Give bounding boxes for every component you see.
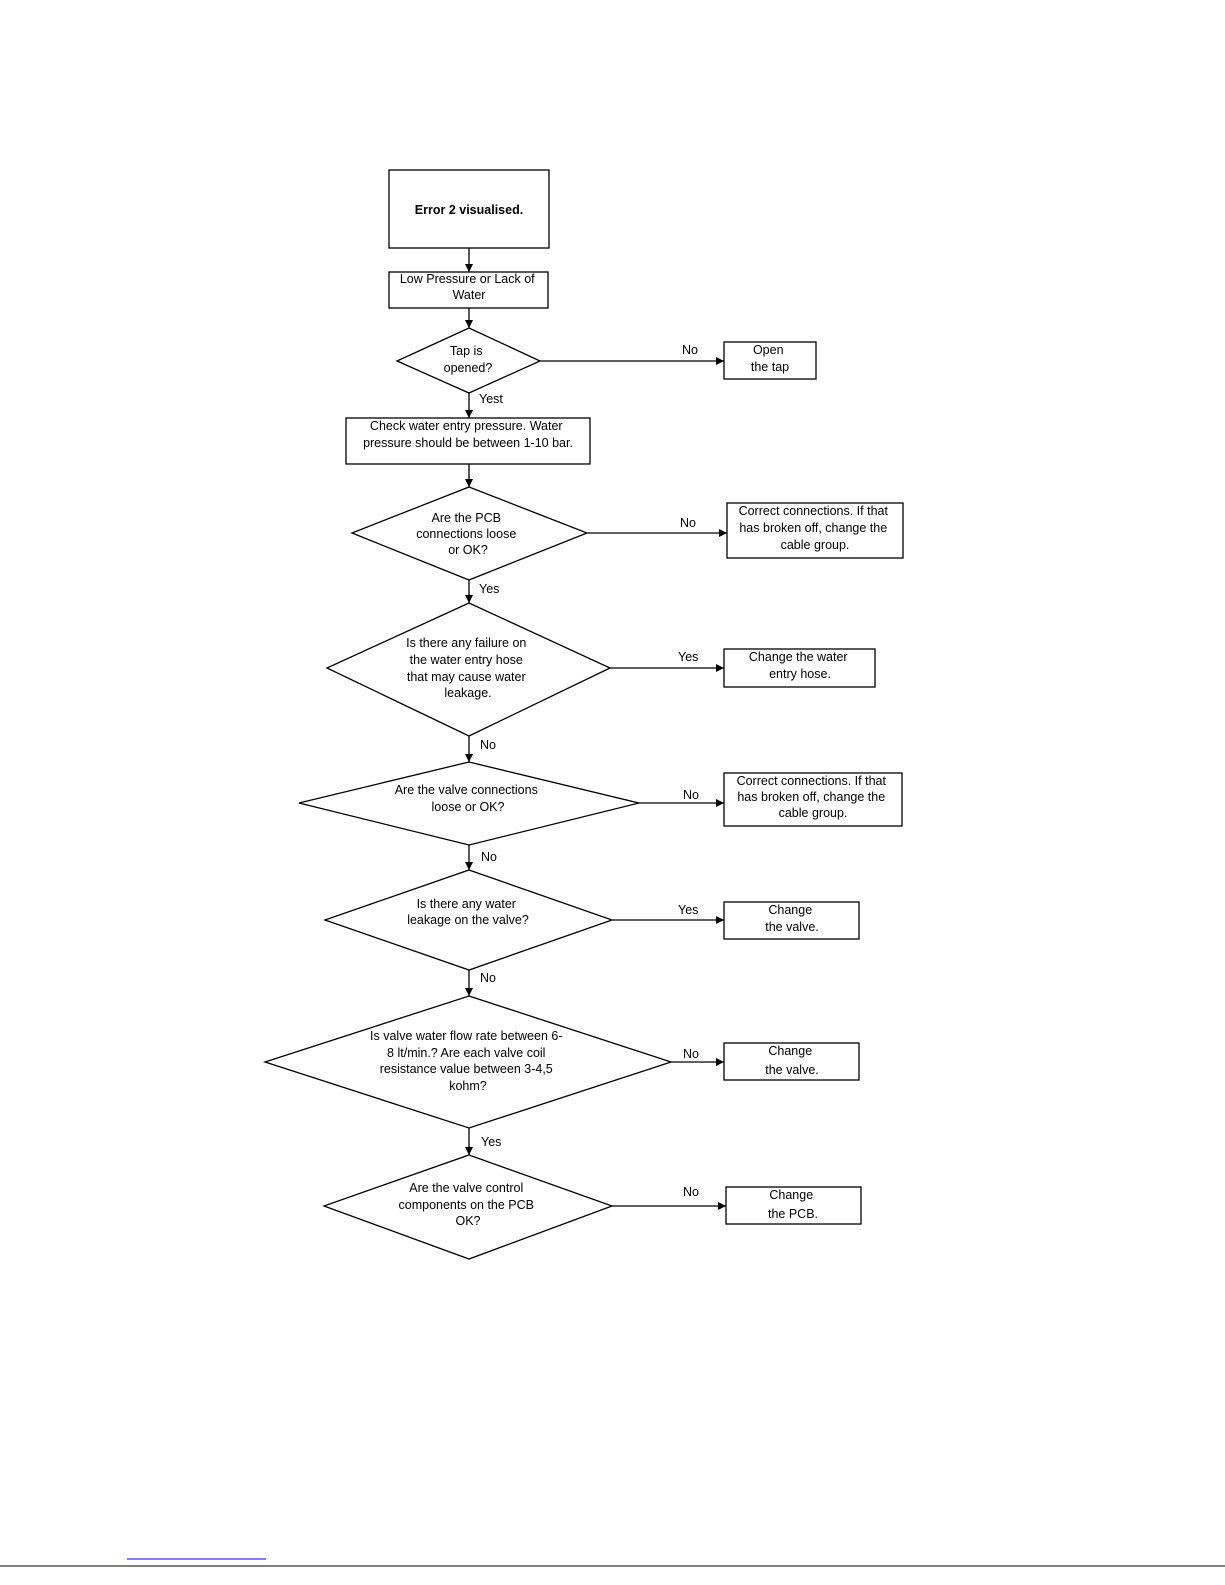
hose-yes-label: Yes (678, 650, 698, 664)
open-tap-line: Open (753, 343, 784, 357)
low-pressure-line: Water (453, 288, 486, 302)
pcb-decision-line: Are the PCB (432, 511, 501, 525)
tap-decision-line: Tap is (450, 344, 483, 358)
low-pressure-text: Low Pressure or Lack of Water (400, 272, 538, 302)
valve-conn-decision-line: Are the valve connections (395, 783, 538, 797)
connectors (465, 248, 727, 1210)
pcb-decision-line: or OK? (448, 543, 488, 557)
hose-decision-line: Is there any failure on (406, 636, 526, 650)
flow-no-label: No (683, 1047, 699, 1061)
valve-leak-decision-text: Is there any water leakage on the valve? (407, 897, 529, 927)
tap-decision-line: opened? (444, 361, 493, 375)
valve-conn-fix-line: Correct connections. If that (737, 774, 887, 788)
flow-decision: Is valve water flow rate between 6- 8 lt… (262, 995, 699, 1149)
control-fix-line: Change (769, 1188, 813, 1202)
flow-decision-line: resistance value between 3-4,5 (380, 1062, 553, 1076)
valve-conn-down-label: No (481, 850, 497, 864)
hose-no-label: No (480, 738, 496, 752)
tap-decision: Tap is opened? No Yest (395, 327, 698, 406)
pcb-decision-text: Are the PCB connections loose or OK? (416, 511, 520, 557)
flow-fix-line: the valve. (765, 1063, 819, 1077)
pcb-fix-box: Correct connections. If that has broken … (726, 502, 904, 559)
pcb-fix-text: Correct connections. If that has broken … (739, 504, 892, 552)
low-pressure-box: Low Pressure or Lack of Water (388, 271, 549, 309)
control-no-label: No (683, 1185, 699, 1199)
hose-decision-line: the water entry hose (410, 653, 523, 667)
valve-leak-fix-line: the valve. (765, 920, 819, 934)
valve-leak-fix-box: Change the valve. (723, 901, 860, 940)
low-pressure-line: Low Pressure or Lack of (400, 272, 535, 286)
pcb-no-label: No (680, 516, 696, 530)
hose-fix-line: Change the water (749, 650, 848, 664)
control-decision-line: Are the valve control (409, 1181, 523, 1195)
flow-fix-line: Change (768, 1044, 812, 1058)
control-fix-box: Change the PCB. (725, 1186, 862, 1225)
pcb-decision: Are the PCB connections loose or OK? No … (350, 486, 696, 596)
valve-conn-decision: Are the valve connections loose or OK? N… (298, 761, 699, 864)
check-pressure-text: Check water entry pressure. Water pressu… (363, 419, 573, 450)
pcb-fix-line: has broken off, change the (739, 521, 887, 535)
valve-conn-fix-box: Correct connections. If that has broken … (723, 772, 903, 827)
pcb-fix-line: cable group. (781, 538, 850, 552)
open-tap-line: the tap (751, 360, 789, 374)
hose-decision: Is there any failure on the water entry … (325, 602, 698, 752)
hose-fix-line: entry hose. (769, 667, 831, 681)
tap-yes-label: Yest (479, 392, 503, 406)
control-decision-line: OK? (455, 1214, 480, 1228)
valve-conn-decision-text: Are the valve connections loose or OK? (395, 783, 542, 814)
start-box-text: Error 2 visualised. (415, 203, 523, 217)
tap-decision-text: Tap is opened? (444, 344, 493, 375)
flow-decision-line: kohm? (449, 1079, 487, 1093)
valve-leak-yes-label: Yes (678, 903, 698, 917)
valve-conn-fix-text: Correct connections. If that has broken … (737, 774, 890, 820)
valve-leak-decision-line: leakage on the valve? (407, 913, 529, 927)
hose-fix-box: Change the water entry hose. (723, 648, 876, 688)
valve-conn-no-label: No (683, 788, 699, 802)
flow-fix-box: Change the valve. (723, 1042, 860, 1081)
check-pressure-line: Check water entry pressure. Water (370, 419, 563, 433)
hose-fix-text: Change the water entry hose. (749, 650, 851, 681)
open-tap-box: Open the tap (723, 341, 817, 380)
pcb-decision-line: connections loose (416, 527, 516, 541)
control-fix-text: Change the PCB. (768, 1188, 818, 1221)
flow-decision-line: 8 lt/min.? Are each valve coil (387, 1046, 545, 1060)
control-fix-line: the PCB. (768, 1207, 818, 1221)
hose-decision-text: Is there any failure on the water entry … (406, 636, 530, 700)
valve-leak-fix-line: Change (768, 903, 812, 917)
control-decision-line: components on the PCB (399, 1198, 535, 1212)
valve-leak-decision: Is there any water leakage on the valve?… (323, 869, 698, 985)
pcb-yes-label: Yes (479, 582, 499, 596)
flow-yes-label: Yes (481, 1135, 501, 1149)
check-pressure-box: Check water entry pressure. Water pressu… (345, 417, 591, 465)
flow-fix-text: Change the valve. (765, 1044, 819, 1077)
valve-leak-no-label: No (480, 971, 496, 985)
control-decision-text: Are the valve control components on the … (399, 1181, 538, 1228)
valve-leak-fix-text: Change the valve. (765, 903, 819, 934)
valve-leak-decision-line: Is there any water (417, 897, 516, 911)
hose-decision-line: leakage. (444, 686, 491, 700)
valve-conn-decision-line: loose or OK? (432, 800, 505, 814)
tap-no-label: No (682, 343, 698, 357)
start-box: Error 2 visualised. (388, 169, 550, 249)
flow-decision-text: Is valve water flow rate between 6- 8 lt… (370, 1029, 566, 1093)
hose-decision-line: that may cause water (407, 670, 526, 684)
control-decision: Are the valve control components on the … (322, 1154, 699, 1260)
check-pressure-line: pressure should be between 1-10 bar. (363, 436, 573, 450)
valve-conn-fix-line: cable group. (779, 806, 848, 820)
open-tap-text: Open the tap (751, 343, 789, 374)
pcb-fix-line: Correct connections. If that (739, 504, 889, 518)
flow-decision-line: Is valve water flow rate between 6- (370, 1029, 562, 1043)
valve-conn-fix-line: has broken off, change the (737, 790, 885, 804)
